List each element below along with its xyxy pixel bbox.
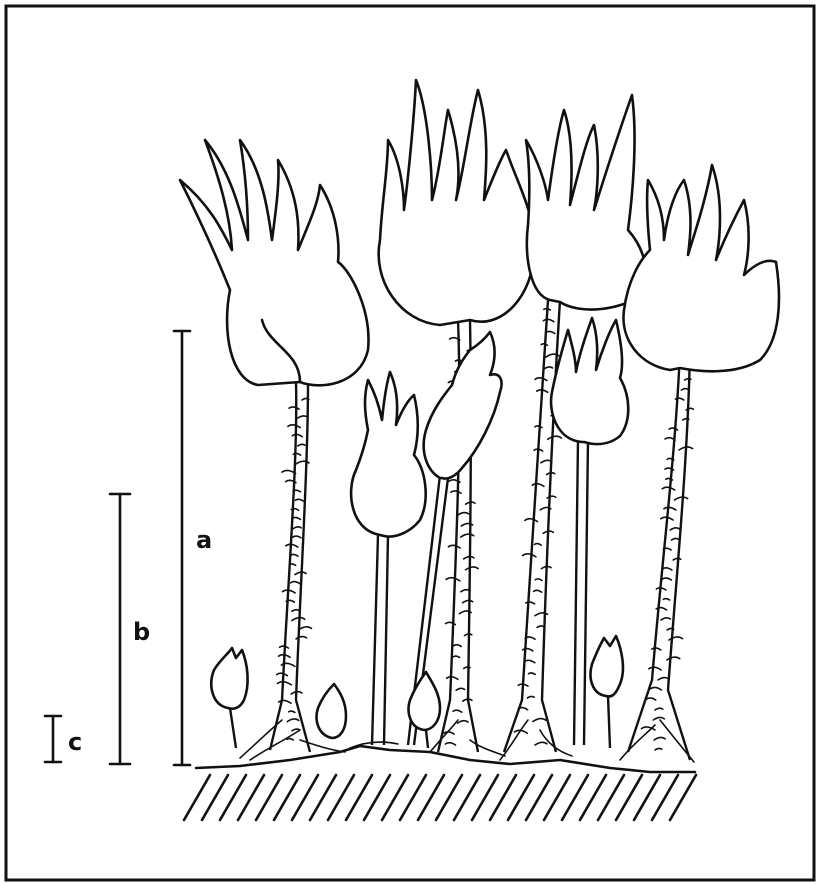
capsule-medium-1: [351, 372, 426, 537]
capsule-medium-2: [424, 332, 502, 479]
capsule-large-4: [623, 165, 778, 371]
scale-bar-c: [45, 716, 61, 762]
scale-label-b: b: [133, 618, 150, 646]
scale-bar-b: [110, 494, 130, 764]
scale-label-a: a: [196, 526, 212, 554]
capsule-large-3: [526, 95, 646, 310]
capsule-small-2: [317, 684, 346, 738]
capsule-small-3: [409, 672, 440, 748]
capsule-medium-3: [551, 318, 628, 444]
scale-label-c: c: [68, 728, 82, 756]
capsule-large-1: [180, 140, 368, 385]
ground-hatching: [184, 775, 696, 820]
capsule-large-2: [379, 80, 534, 325]
scale-bar-a: [174, 331, 190, 765]
capsule-small-1: [211, 648, 247, 748]
capsule-small-4: [591, 636, 623, 748]
